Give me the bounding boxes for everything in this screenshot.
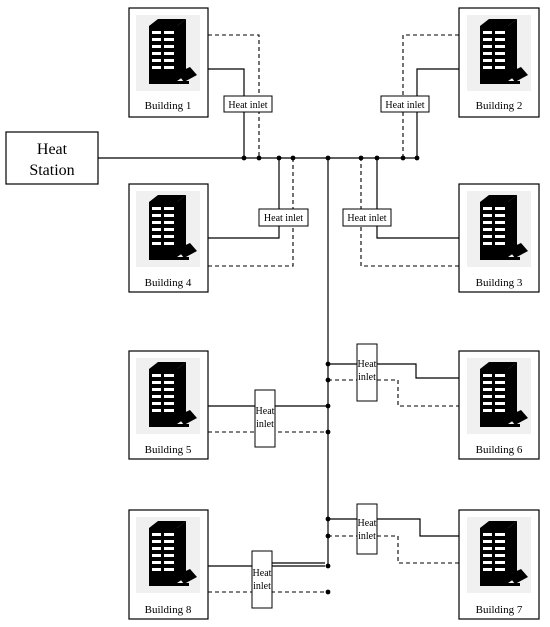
building-label: Building 5 xyxy=(145,444,192,456)
building-icon xyxy=(136,517,200,593)
building-label: Building 6 xyxy=(476,444,523,456)
building-label: Building 2 xyxy=(476,100,523,112)
building-8: Building 8 xyxy=(128,509,209,620)
building-icon xyxy=(467,15,531,91)
heat-inlet-b8: Heat inlet xyxy=(251,550,273,609)
building-icon xyxy=(136,15,200,91)
heat-station-label-line1: Heat xyxy=(37,141,68,158)
building-1: Building 1 xyxy=(128,7,209,118)
heat-inlet-b2: Heat inlet xyxy=(380,95,430,113)
heat-inlet-label-line2: inlet xyxy=(253,581,271,592)
heat-station: Heat Station xyxy=(5,131,99,185)
heat-inlet-label-line1: Heat xyxy=(358,518,377,529)
heat-inlet-b4: Heat inlet xyxy=(258,208,309,227)
building-icon xyxy=(467,191,531,267)
heat-inlet-label-line1: Heat xyxy=(256,406,275,417)
heat-inlet-b1: Heat inlet xyxy=(223,95,273,113)
building-label: Building 1 xyxy=(145,100,192,112)
building-icon xyxy=(136,191,200,267)
building-5: Building 5 xyxy=(128,350,209,460)
building-icon xyxy=(136,358,200,434)
building-2: Building 2 xyxy=(458,7,540,118)
heat-inlet-b5: Heat inlet xyxy=(254,389,276,448)
heat-inlet-b7: Heat inlet xyxy=(356,503,378,555)
heat-inlet-label-line1: Heat xyxy=(253,568,272,579)
heat-inlet-label-line2: inlet xyxy=(358,531,376,542)
building-7: Building 7 xyxy=(458,509,540,620)
heat-inlet-label-line2: inlet xyxy=(358,372,376,383)
heat-inlet-label: Heat inlet xyxy=(264,213,303,224)
building-4: Building 4 xyxy=(128,183,209,293)
supply-pipes xyxy=(98,68,459,568)
heat-station-label-line2: Station xyxy=(29,162,74,179)
building-icon xyxy=(467,358,531,434)
heat-inlet-label: Heat inlet xyxy=(347,213,386,224)
junction-dots xyxy=(241,155,420,595)
return-pipes xyxy=(208,34,459,593)
building-label: Building 3 xyxy=(476,277,523,289)
building-icon xyxy=(467,517,531,593)
building-label: Building 8 xyxy=(145,604,192,616)
heat-inlet-b6: Heat inlet xyxy=(356,343,378,402)
building-6: Building 6 xyxy=(458,350,540,460)
heat-inlet-b3: Heat inlet xyxy=(342,208,392,227)
building-label: Building 7 xyxy=(476,604,523,616)
building-3: Building 3 xyxy=(458,183,540,293)
heat-inlet-label-line2: inlet xyxy=(256,419,274,430)
heat-inlet-label: Heat inlet xyxy=(228,100,267,111)
building-label: Building 4 xyxy=(145,277,192,289)
heat-inlet-label-line1: Heat xyxy=(358,359,377,370)
heat-inlet-label: Heat inlet xyxy=(385,100,424,111)
